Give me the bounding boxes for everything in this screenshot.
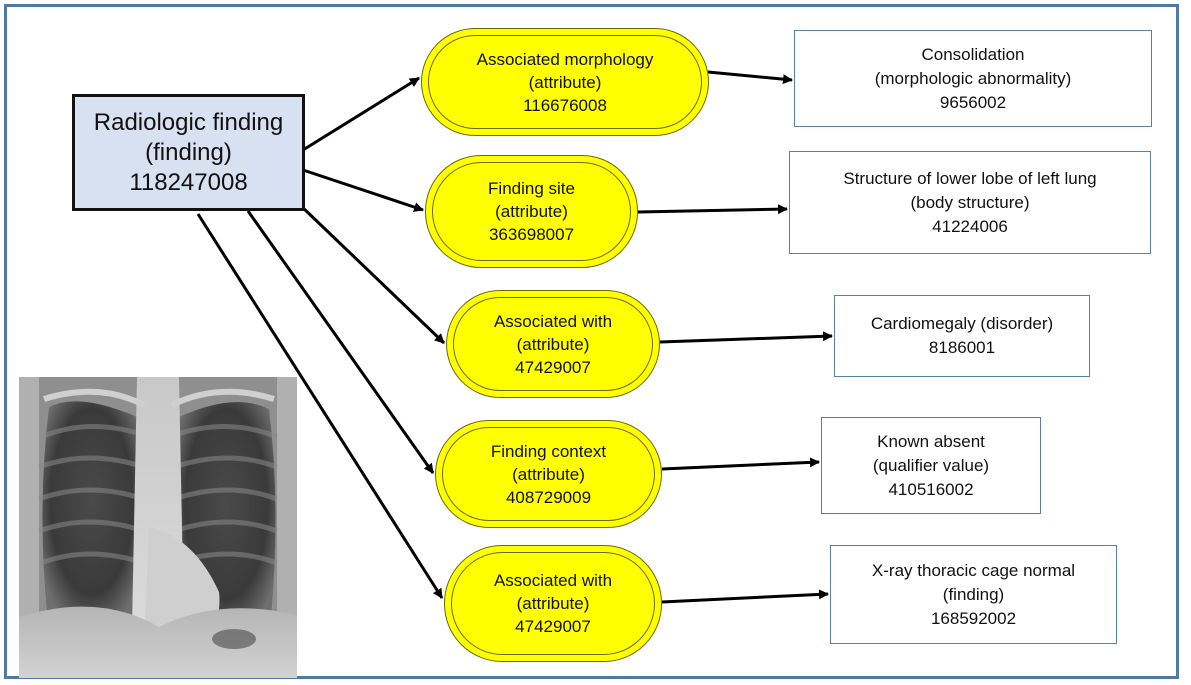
arrow-attribute-5-to-target: [661, 589, 829, 604]
attribute-type: (attribute): [495, 202, 568, 221]
attribute-type: (attribute): [516, 594, 590, 613]
attribute-code: 47429007: [515, 357, 591, 377]
target-code: 8186001: [928, 338, 996, 357]
target-lower-lobe-left-lung: Structure of lower lobe of left lung (bo…: [789, 151, 1151, 254]
diagram-frame: [4, 4, 1179, 679]
arrow-source-to-attribute-2: [302, 168, 424, 212]
attribute-name: Associated morphology: [476, 49, 654, 69]
target-type: (finding): [942, 584, 1005, 604]
arrow-source-to-attribute-1: [302, 76, 420, 152]
attribute-name: Associated with: [493, 571, 613, 590]
target-name: Known absent: [877, 431, 985, 451]
source-type: (finding): [145, 138, 232, 166]
target-cardiomegaly: Cardiomegaly (disorder) 8186001: [834, 295, 1090, 377]
attribute-type: (attribute): [512, 464, 585, 484]
radiologic-finding-box: Radiologic finding (finding) 118247008: [72, 94, 305, 211]
chest-xray-drawing: [19, 377, 297, 678]
arrow-source-to-attribute-3: [298, 203, 446, 345]
attribute-name: Finding site: [488, 179, 575, 198]
arrow-source-to-attribute-5: [196, 213, 444, 599]
source-code: 118247008: [129, 168, 248, 196]
attribute-name: Finding context: [490, 441, 607, 461]
target-type: (qualifier value): [872, 455, 990, 475]
target-code: 41224006: [932, 216, 1008, 236]
attribute-finding-context: Finding context (attribute) 408729009: [435, 420, 662, 528]
attribute-code: 363698007: [488, 225, 575, 244]
attribute-type: (attribute): [516, 334, 590, 354]
arrow-attribute-1-to-target: [707, 70, 793, 85]
target-type: (morphologic abnormality): [874, 68, 1072, 88]
target-code: 9656002: [939, 92, 1007, 112]
target-name: Consolidation: [921, 44, 1025, 64]
attribute-finding-site: Finding site (attribute) 363698007: [425, 155, 638, 268]
chest-xray-image: [19, 377, 297, 678]
attribute-associated-with-2: Associated with (attribute) 47429007: [444, 545, 662, 662]
target-known-absent: Known absent (qualifier value) 410516002: [821, 417, 1041, 514]
target-name: Structure of lower lobe of left lung: [843, 168, 1097, 188]
target-name: Cardiomegaly (disorder): [870, 314, 1054, 333]
target-xray-thoracic-cage-normal: X-ray thoracic cage normal (finding) 168…: [830, 545, 1117, 644]
arrow-attribute-2-to-target: [637, 204, 788, 215]
target-name: X-ray thoracic cage normal: [871, 560, 1076, 580]
arrow-source-to-attribute-4: [246, 210, 435, 474]
attribute-type: (attribute): [528, 72, 602, 92]
attribute-associated-with-1: Associated with (attribute) 47429007: [446, 290, 660, 398]
attribute-code: 408729009: [505, 487, 592, 507]
target-consolidation: Consolidation (morphologic abnormality) …: [794, 30, 1152, 127]
attribute-code: 116676008: [523, 95, 607, 115]
target-code: 168592002: [930, 608, 1017, 628]
attribute-name: Associated with: [493, 311, 613, 331]
arrow-attribute-4-to-target: [661, 457, 820, 471]
attribute-code: 47429007: [515, 617, 591, 636]
target-code: 410516002: [888, 479, 974, 499]
arrow-attribute-3-to-target: [659, 331, 833, 344]
attribute-associated-morphology: Associated morphology (attribute) 116676…: [421, 28, 709, 136]
source-title: Radiologic finding: [93, 108, 284, 136]
target-type: (body structure): [910, 192, 1030, 212]
